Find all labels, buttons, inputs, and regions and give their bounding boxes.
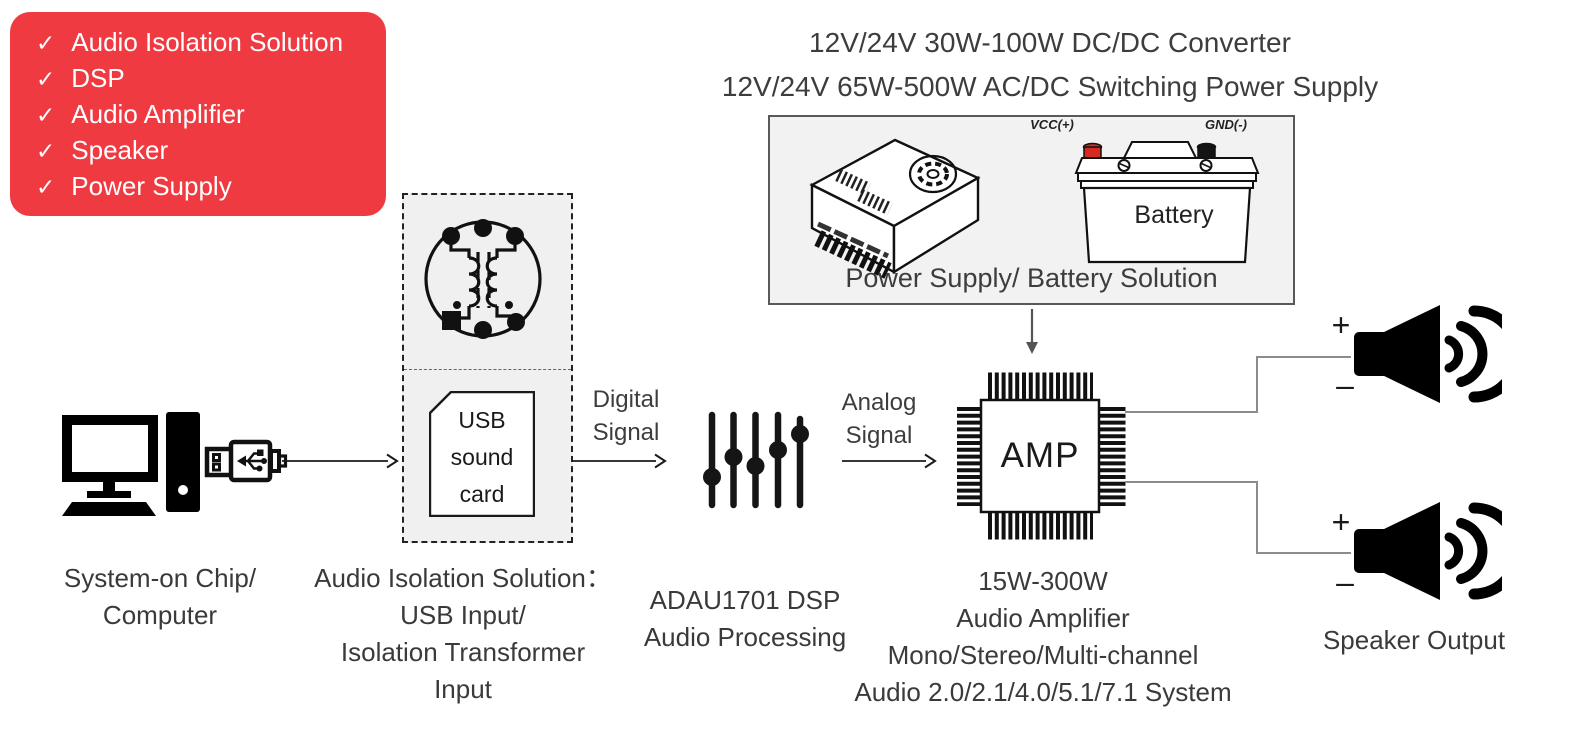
caption-line: USB Input/ bbox=[400, 600, 526, 630]
speaker1-minus: – bbox=[1336, 367, 1354, 403]
power-box-caption: Power Supply/ Battery Solution bbox=[845, 263, 1218, 293]
check-icon: ✓ bbox=[36, 138, 56, 164]
vcc-label: VCC(+) bbox=[1030, 117, 1074, 132]
amplifier-caption: 15W-300W Audio Amplifier Mono/Stereo/Mul… bbox=[833, 563, 1253, 711]
switching-power-supply-icon bbox=[809, 138, 981, 279]
caption-line: Mono/Stereo/Multi-channel bbox=[887, 640, 1199, 670]
usb-sound-card-text: USB sound card bbox=[429, 402, 535, 513]
checklist-item: ✓ Audio Amplifier bbox=[36, 99, 386, 135]
speaker1-plus: + bbox=[1331, 307, 1351, 343]
gnd-label: GND(-) bbox=[1205, 117, 1247, 132]
caption-line: 15W-300W bbox=[978, 566, 1108, 596]
digital-line: Signal bbox=[592, 419, 660, 446]
power-arrow-icon bbox=[1026, 309, 1038, 354]
computer-icon bbox=[62, 412, 200, 516]
speaker2-plus: + bbox=[1331, 504, 1351, 540]
caption-line: ADAU1701 DSP bbox=[649, 585, 841, 615]
check-icon: ✓ bbox=[36, 66, 56, 92]
usb-sound-card-icon bbox=[429, 391, 535, 517]
speaker-icon bbox=[1354, 502, 1502, 600]
check-icon: ✓ bbox=[36, 174, 56, 200]
dsp-sliders-icon bbox=[703, 411, 809, 509]
card-line: sound bbox=[450, 444, 514, 470]
caption-line: Computer bbox=[102, 600, 218, 630]
isolation-transformer-icon bbox=[424, 219, 542, 339]
soc-caption: System-on Chip/ Computer bbox=[30, 560, 290, 634]
usb-arrow-icon bbox=[282, 453, 399, 469]
heading-acdc: 12V/24V 65W-500W AC/DC Switching Power S… bbox=[721, 71, 1379, 102]
analog-line: Signal bbox=[845, 422, 913, 449]
feature-checklist: ✓ Audio Isolation Solution ✓ DSP ✓ Audio… bbox=[10, 12, 386, 216]
checklist-item: ✓ Audio Isolation Solution bbox=[36, 27, 386, 63]
digital-signal-label: Digital Signal bbox=[571, 383, 681, 449]
amp-chip-label: AMP bbox=[1000, 436, 1080, 475]
checklist-item-label: Audio Amplifier bbox=[71, 99, 245, 129]
speaker2-minus: – bbox=[1336, 564, 1354, 600]
speaker-output-caption: Speaker Output bbox=[1299, 622, 1529, 659]
digital-arrow-icon bbox=[572, 453, 667, 469]
card-line: card bbox=[459, 481, 505, 507]
caption-line: Isolation Transformer bbox=[340, 637, 586, 667]
checklist-item: ✓ DSP bbox=[36, 63, 386, 99]
dsp-caption: ADAU1701 DSP Audio Processing bbox=[620, 582, 870, 656]
speaker-wires bbox=[1125, 356, 1351, 554]
checklist-item: ✓ Power Supply bbox=[36, 171, 386, 207]
checklist-item: ✓ Speaker bbox=[36, 135, 386, 171]
check-icon: ✓ bbox=[36, 102, 56, 128]
analog-arrow-icon bbox=[842, 453, 937, 469]
caption-line: System-on Chip/ bbox=[63, 563, 257, 593]
amp-chip-icon bbox=[957, 372, 1126, 540]
battery-text: Battery bbox=[1134, 201, 1214, 229]
digital-line: Digital bbox=[592, 386, 660, 413]
caption-line: Audio Isolation Solution： bbox=[314, 563, 612, 593]
analog-signal-label: Analog Signal bbox=[824, 386, 934, 452]
battery-icon bbox=[1074, 141, 1260, 264]
checklist-item-label: Speaker bbox=[71, 135, 169, 165]
speaker-icon bbox=[1354, 305, 1502, 403]
caption-line: Input bbox=[434, 674, 492, 704]
power-heading: 12V/24V 30W-100W DC/DC Converter 12V/24V… bbox=[690, 26, 1410, 104]
caption-line: Speaker Output bbox=[1322, 625, 1506, 655]
card-line: USB bbox=[458, 407, 506, 433]
caption-line: Audio 2.0/2.1/4.0/5.1/7.1 System bbox=[854, 677, 1232, 707]
caption-line: Audio Amplifier bbox=[956, 603, 1130, 633]
checklist-item-label: Audio Isolation Solution bbox=[71, 27, 344, 57]
usb-plug-icon bbox=[204, 439, 288, 483]
caption-line: Audio Processing bbox=[643, 622, 847, 652]
heading-dcdc: 12V/24V 30W-100W DC/DC Converter bbox=[809, 27, 1291, 58]
checklist-item-label: Power Supply bbox=[71, 171, 232, 201]
isolation-box-divider bbox=[404, 369, 571, 370]
isolation-caption: Audio Isolation Solution： USB Input/ Iso… bbox=[298, 560, 628, 708]
checklist-item-label: DSP bbox=[71, 63, 125, 93]
analog-line: Analog bbox=[841, 389, 917, 416]
check-icon: ✓ bbox=[36, 30, 56, 56]
